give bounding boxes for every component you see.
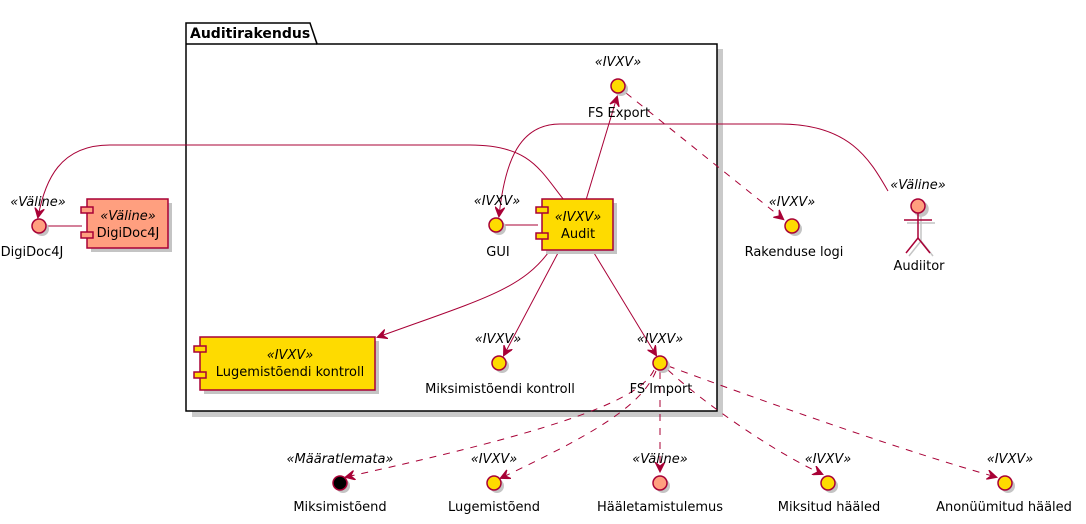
edge-audit-miksimistoendi-kontroll <box>504 252 559 355</box>
audiitor-stereotype: «Väline» <box>890 178 946 193</box>
interface-miksitud-haaled[interactable]: «IVXV» Miksitud hääled <box>778 452 881 515</box>
interface-miksimistoendi-kontroll[interactable]: «IVXV» Miksimistõendi kontroll <box>425 332 575 397</box>
edge-fs-import-lugemistoend <box>501 370 657 478</box>
edge-fs-export-rakenduse-logi <box>625 92 783 219</box>
miksitud-haaled-label: Miksitud hääled <box>778 500 881 515</box>
fs-export-label: FS Export <box>588 106 650 121</box>
interface-anonuumitud-haaled[interactable]: «IVXV» Anonüümitud hääled <box>936 452 1072 515</box>
fs-import-stereotype: «IVXV» <box>637 332 684 347</box>
edge-fs-import-miksimistoend <box>346 369 655 477</box>
miksimistoendi-kontroll-stereotype: «IVXV» <box>475 332 522 347</box>
package-auditirakendus: Auditirakendus <box>185 22 723 417</box>
edge-audiitor-gui <box>499 123 889 216</box>
gui-stereotype: «IVXV» <box>474 194 521 209</box>
interface-rakenduse-logi[interactable]: «IVXV» Rakenduse logi <box>745 195 844 260</box>
fs-import-label: FS Import <box>630 382 693 397</box>
digidoc4j-component-label: DigiDoc4J <box>97 226 160 241</box>
lugemistoend-label: Lugemistõend <box>448 500 540 515</box>
package-title: Auditirakendus <box>190 26 310 42</box>
fs-export-stereotype: «IVXV» <box>595 55 642 70</box>
miksimistoend-stereotype: «Määratlemata» <box>287 452 394 467</box>
interface-digidoc4j[interactable]: «Väline» DigiDoc4J <box>1 195 66 260</box>
interface-haaletamistulemus[interactable]: «Väline» Hääletamistulemus <box>597 452 723 515</box>
anonuumitud-haaled-stereotype: «IVXV» <box>987 452 1034 467</box>
miksimistoend-label: Miksimistõend <box>293 500 386 515</box>
digidoc4j-interface-stereotype: «Väline» <box>10 195 66 210</box>
haaletamistulemus-stereotype: «Väline» <box>632 452 688 467</box>
actor-audiitor[interactable]: «Väline» Audiitor <box>890 178 946 274</box>
interface-miksimistoend[interactable]: «Määratlemata» Miksimistõend <box>287 452 394 515</box>
haaletamistulemus-label: Hääletamistulemus <box>597 500 723 515</box>
lugemistoendi-kontroll-label: Lugemistõendi kontroll <box>216 365 364 380</box>
edge-audit-lugemistoendi-kontroll <box>378 252 549 337</box>
audiitor-label: Audiitor <box>893 259 945 274</box>
interface-fs-import[interactable]: «IVXV» FS Import <box>630 332 693 397</box>
anonuumitud-haaled-label: Anonüümitud hääled <box>936 500 1072 515</box>
gui-label: GUI <box>486 245 509 260</box>
lugemistoendi-kontroll-stereotype: «IVXV» <box>267 348 314 363</box>
digidoc4j-interface-label: DigiDoc4J <box>1 245 64 260</box>
lugemistoend-stereotype: «IVXV» <box>471 452 518 467</box>
edge-fs-import-miksitud-haaled <box>667 369 822 474</box>
edge-fs-import-anonuumitud-haaled <box>667 365 996 477</box>
rakenduse-logi-stereotype: «IVXV» <box>769 195 816 210</box>
rakenduse-logi-label: Rakenduse logi <box>745 245 844 260</box>
edge-audit-digidoc4j <box>38 144 565 217</box>
miksimistoendi-kontroll-label: Miksimistõendi kontroll <box>425 382 575 397</box>
audit-label: Audit <box>561 227 595 242</box>
component-digidoc4j[interactable]: «Väline» DigiDoc4J <box>80 198 172 252</box>
component-lugemistoendi-kontroll[interactable]: «IVXV» Lugemistõendi kontroll <box>193 336 379 394</box>
edges <box>38 92 996 478</box>
digidoc4j-component-stereotype: «Väline» <box>100 209 156 224</box>
interface-lugemistoend[interactable]: «IVXV» Lugemistõend <box>448 452 540 515</box>
miksitud-haaled-stereotype: «IVXV» <box>805 452 852 467</box>
edge-audit-fs-export <box>585 97 617 201</box>
component-audit[interactable]: «IVXV» Audit <box>535 198 617 254</box>
interface-gui[interactable]: «IVXV» GUI <box>474 194 521 260</box>
audit-stereotype: «IVXV» <box>555 210 602 225</box>
edge-audit-fs-import <box>593 252 656 355</box>
interface-fs-export[interactable]: «IVXV» FS Export <box>588 55 650 121</box>
